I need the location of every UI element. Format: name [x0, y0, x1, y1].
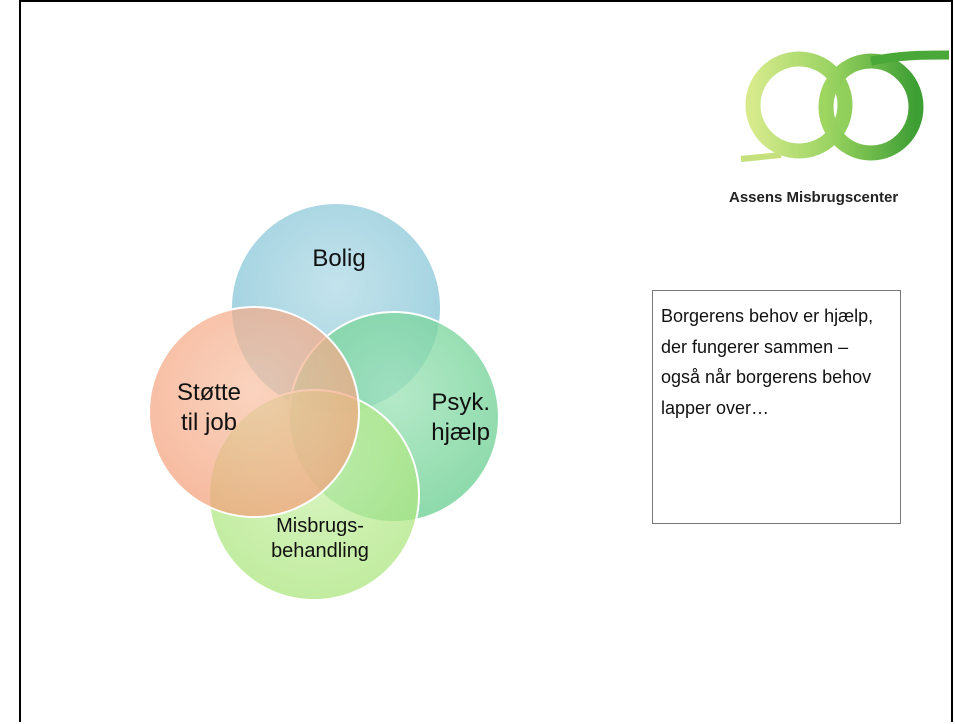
label-psyk-line2: hjælp — [431, 419, 490, 446]
info-box: Borgerens behov er hjælp, der fungerer s… — [652, 290, 901, 524]
label-stoette-line2: til job — [180, 409, 238, 436]
label-psyk-hjaelp: Psyk. hjælp — [410, 388, 490, 448]
label-misbrugs-line1: Misbrugs- — [276, 515, 364, 537]
label-misbrugs-line2: behandling — [271, 540, 369, 562]
label-misbrugsbehandling: Misbrugs- behandling — [255, 514, 385, 564]
circle-stoette-til-job — [148, 306, 360, 518]
venn-diagram — [148, 202, 500, 601]
label-bolig: Bolig — [312, 245, 366, 272]
slide: Bolig Psyk. hjælp Støtte til job Misbrug… — [19, 0, 953, 722]
label-stoette-til-job: Støtte til job — [159, 378, 259, 438]
label-stoette-line1: Støtte — [176, 379, 242, 406]
label-psyk-line1: Psyk. — [431, 389, 490, 416]
logo — [721, 47, 955, 167]
logo-text: Assens Misbrugscenter — [729, 189, 899, 206]
info-box-text: Borgerens behov er hjælp, der fungerer s… — [661, 306, 874, 418]
logo-rings-icon — [740, 50, 950, 162]
